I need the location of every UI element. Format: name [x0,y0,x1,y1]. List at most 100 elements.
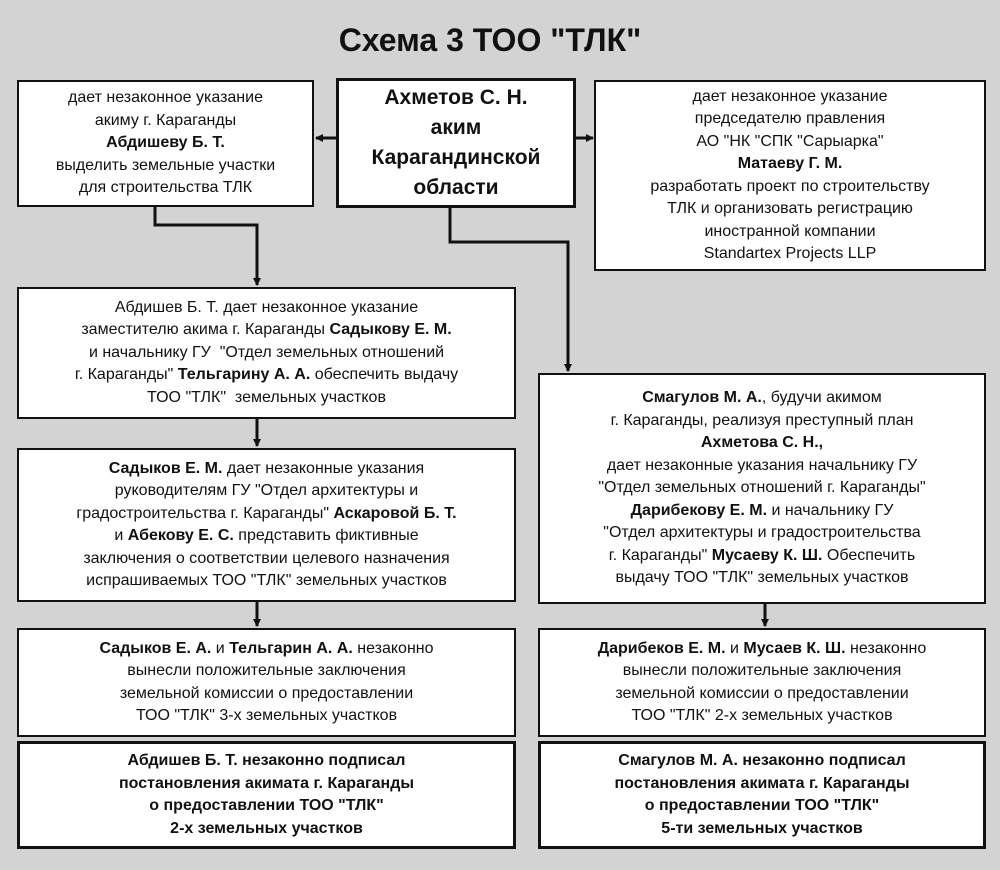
text-line: разработать проект по строительству [650,176,929,199]
text-segment: , будучи акимом [761,389,882,407]
text-segment: земельной комиссии о предоставлении [615,684,909,702]
text-segment: вынесли положительные заключения [622,662,902,679]
arrow-a-to-b [153,207,261,286]
abdishev-instruction-box: Абдишев Б. Т. дает незаконное указание за… [17,287,516,419]
text-line: Абдишеву Б. Т. [106,132,225,155]
text-line: Карагандинской [372,143,541,173]
text-segment: области [413,176,499,199]
text-line: Ахметов С. Н. [384,83,527,113]
sadykov-telgarin-conclusions-box: Садыков Е. А. и Тельгарин А. А. незаконн… [17,628,516,737]
text-segment: Абдишев Б. Т. незаконно подписал [127,752,406,769]
text-segment: председателю правления [694,110,886,127]
text-segment: г. Караганды" [608,546,712,564]
text-segment: Карагандинской [371,146,541,169]
text-segment: о предоставлении ТОО "ТЛК" [149,797,384,814]
text-segment: незаконно [845,639,927,657]
text-line: о предоставлении ТОО "ТЛК" [149,795,383,818]
text-line: Садыков Е. А. и Тельгарин А. А. незаконн… [99,638,433,661]
text-line: дает незаконное указание [693,86,888,109]
text-segment: и [211,639,230,657]
text-segment: и [114,527,128,544]
text-line: АО "НК "СПК "Сарыарка" [696,131,883,154]
text-line: г. Караганды, реализуя преступный план [611,410,914,433]
text-line: ТОО "ТЛК" 3-х земельных участков [136,705,397,728]
person-name: Аскаровой Б. Т. [333,504,457,522]
text-segment: дает незаконные указания начальнику ГУ [606,456,918,474]
text-line: руководителям ГУ "Отдел архитектуры и [115,480,418,503]
text-segment: земельной комиссии о предоставлении [119,684,414,702]
text-segment: постановления акимата г. Караганды [614,774,910,792]
text-segment: дает незаконные указания [222,459,425,477]
text-segment: ТЛК и организовать регистрацию [667,200,913,217]
text-segment: ТОО "ТЛК" 2-х земельных участков [631,707,893,724]
text-line: испрашиваемых ТОО "ТЛК" земельных участк… [86,570,447,593]
daribekov-musaev-conclusions-box: Дарибеков Е. М. и Мусаев К. Ш. незаконно… [538,628,986,737]
text-segment: "Отдел земельных отношений г. Караганды" [598,479,926,497]
text-segment: 5-ти земельных участков [661,819,863,837]
text-line: Смагулов М. А. незаконно подписал [618,750,905,773]
text-line: градостроительства г. Караганды" Аскаров… [76,503,456,526]
text-line: Матаеву Г. М. [738,153,843,176]
text-line: заместителю акима г. Караганды Садыкову … [81,319,451,342]
text-segment: и начальнику ГУ [767,501,894,519]
text-segment: "Отдел архитектуры и градостроительства [603,524,921,542]
text-segment: и начальнику ГУ "Отдел земельных отношен… [88,343,445,361]
text-line: для строительства ТЛК [79,177,252,200]
person-name: Тельгарину А. А. [177,366,311,384]
text-line: выделить земельные участки [56,155,275,178]
text-segment: ТОО "ТЛК" 3-х земельных участков [135,707,398,724]
person-name: Смагулов М. А. [642,389,762,407]
text-segment: г. Караганды, реализуя преступный план [610,411,914,429]
text-segment: градостроительства г. Караганды" [76,504,334,522]
text-segment: для строительства ТЛК [78,179,253,197]
text-line: ТОО "ТЛК" 2-х земельных участков [631,705,892,728]
person-name: Мусаев К. Ш. [743,639,846,657]
text-segment: руководителям ГУ "Отдел архитектуры и [114,482,419,499]
text-segment: разработать проект по строительству [650,177,930,195]
person-name: Дарибекову Е. М. [630,501,768,519]
text-segment: акиму г. Караганды [94,111,237,129]
text-segment: заключения о соответствии целевого назна… [83,549,450,567]
text-line: о предоставлении ТОО "ТЛК" [645,795,879,818]
person-name: Садыков Е. А. [99,639,212,657]
text-segment: и [725,639,744,657]
text-segment: АО "НК "СПК "Сарыарка" [696,132,884,150]
text-line: "Отдел архитектуры и градостроительства [603,522,920,545]
text-segment: обеспечить выдачу [310,366,459,384]
text-segment: вынесли положительные заключения [127,662,406,679]
text-segment: Абдишев Б. Т. дает незаконное указание [114,298,419,316]
diagram-title: Схема 3 ТОО "ТЛК" [338,22,642,58]
person-name: Мусаеву К. Ш. [711,546,823,564]
text-segment: о предоставлении ТОО "ТЛК" [644,797,880,814]
text-line: Ахметова С. Н., [701,432,823,455]
text-segment: выделить земельные участки [55,156,276,174]
text-segment: незаконно [352,639,434,657]
text-segment: заместителю акима г. Караганды [81,321,330,339]
text-segment: представить фиктивные [233,527,419,544]
text-line: Абдишев Б. Т. дает незаконное указание [115,297,418,320]
person-name: Садыков Е. М. [108,459,223,477]
text-segment: иностранной компании [704,222,876,240]
text-line: 5-ти земельных участков [661,818,862,841]
text-segment: г. Караганды" [74,366,178,384]
text-line: акиму г. Караганды [95,110,236,133]
text-line: и Абекову Е. С. представить фиктивные [114,525,418,548]
sadykov-instruction-box: Садыков Е. М. дает незаконные указания ру… [17,448,516,602]
text-line: выдачу ТОО "ТЛК" земельных участков [615,567,908,590]
person-name: Дарибеков Е. М. [597,639,726,657]
text-line: земельной комиссии о предоставлении [120,683,413,706]
text-segment: выдачу ТОО "ТЛК" земельных участков [615,569,909,587]
text-segment: Ахметов С. Н. [384,86,528,109]
text-segment: испрашиваемых ТОО "ТЛК" земельных участк… [86,572,447,589]
person-name: Ахметова С. Н., [700,434,824,452]
text-line: Дарибеков Е. М. и Мусаев К. Ш. незаконно [598,638,927,661]
person-name: Садыкову Е. М. [329,321,452,339]
text-segment: Standartex Projects LLP [703,245,877,262]
text-line: ТОО "ТЛК" земельных участков [147,387,386,410]
text-line: г. Караганды" Тельгарину А. А. обеспечит… [75,364,458,387]
person-name: Матаеву Г. М. [737,155,843,172]
text-line: аким [431,113,482,143]
